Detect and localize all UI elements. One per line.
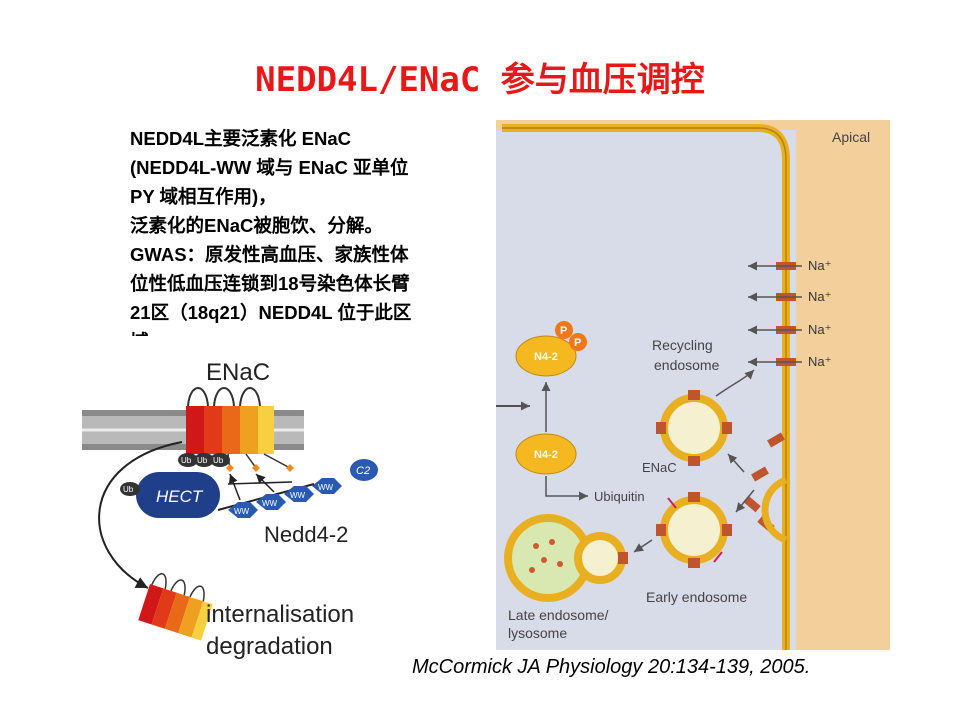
- apical-region: [796, 120, 890, 650]
- endocytosis-figure: Apical Na⁺ Na⁺ Na⁺ Na⁺ N4-2 P P: [496, 120, 890, 650]
- internalisation-arrow: [98, 441, 183, 589]
- svg-text:Na⁺: Na⁺: [808, 258, 831, 273]
- early-endosome: [656, 492, 732, 568]
- svg-text:WW: WW: [318, 483, 334, 492]
- recycling-label-2: endosome: [654, 357, 720, 373]
- svg-text:N4-2: N4-2: [534, 449, 558, 461]
- late-endosome: [504, 514, 628, 602]
- text-line: GWAS：原发性高血压、家族性体: [130, 244, 409, 265]
- hect-domain: HECT Ub: [120, 472, 220, 518]
- binding-arrows: [227, 473, 293, 501]
- svg-text:N4-2: N4-2: [534, 351, 558, 363]
- py-tails: [226, 453, 294, 472]
- svg-text:HECT: HECT: [156, 487, 204, 506]
- enac-nedd4-2-figure: ENaC Ub Ub Ub HECT Ub: [82, 359, 378, 660]
- degradation-label: degradation: [206, 633, 333, 660]
- budding-vesicles: [743, 432, 788, 544]
- svg-text:P: P: [574, 337, 581, 349]
- svg-text:P: P: [560, 325, 567, 337]
- ubiquitin-tags: Ub Ub Ub: [178, 453, 230, 467]
- svg-text:WW: WW: [290, 491, 306, 500]
- svg-text:Ub: Ub: [213, 456, 224, 465]
- nedd4-2-label: Nedd4-2: [264, 522, 348, 547]
- internalisation-label: internalisation: [206, 601, 354, 628]
- apical-label: Apical: [832, 129, 870, 145]
- svg-text:Ub: Ub: [181, 456, 192, 465]
- slide-title: NEDD4L/ENaC 参与血压调控: [255, 60, 705, 100]
- svg-text:Na⁺: Na⁺: [808, 289, 831, 304]
- text-line: 位性低血压连锁到18号染色体长臂: [130, 273, 410, 294]
- recycling-label: Recycling: [652, 337, 713, 353]
- enac-right-label: ENaC: [642, 460, 677, 475]
- text-line: (NEDD4L-WW 域与 ENaC 亚单位: [130, 157, 409, 178]
- early-endosome-label: Early endosome: [646, 589, 747, 605]
- svg-text:Na⁺: Na⁺: [808, 322, 831, 337]
- text-line: NEDD4L主要泛素化 ENaC: [130, 128, 351, 149]
- description-text: NEDD4L主要泛素化 ENaC (NEDD4L-WW 域与 ENaC 亚单位 …: [130, 124, 502, 336]
- late-endosome-label: Late endosome/: [508, 607, 609, 623]
- n4-2-phosphorylated: N4-2 P P: [515, 321, 587, 377]
- text-line: 21区（18q21）NEDD4L 位于此区: [130, 302, 412, 323]
- svg-text:WW: WW: [234, 507, 250, 516]
- n4-2-free: N4-2: [515, 433, 577, 475]
- svg-text:WW: WW: [262, 499, 278, 508]
- svg-text:Ub: Ub: [197, 456, 208, 465]
- text-line: 域: [130, 327, 502, 336]
- text-line: PY 域相互作用)，: [130, 186, 277, 207]
- ubiquitin-label: Ubiquitin: [594, 489, 645, 504]
- svg-text:C2: C2: [356, 465, 370, 477]
- internalised-channel: [138, 573, 213, 641]
- enac-label: ENaC: [206, 359, 270, 386]
- sodium-channels: Na⁺ Na⁺ Na⁺ Na⁺: [748, 258, 831, 369]
- lysosome-label: lysosome: [508, 625, 567, 641]
- text-line: 泛素化的ENaC被胞饮、分解。: [130, 215, 383, 236]
- citation: McCormick JA Physiology 20:134-139, 2005…: [412, 656, 811, 678]
- ww-domains: WW WW WW WW C2: [217, 459, 378, 518]
- svg-text:Na⁺: Na⁺: [808, 354, 831, 369]
- recycling-endosome: [656, 390, 732, 466]
- enac-channel: [186, 387, 274, 454]
- svg-text:Ub: Ub: [123, 485, 134, 494]
